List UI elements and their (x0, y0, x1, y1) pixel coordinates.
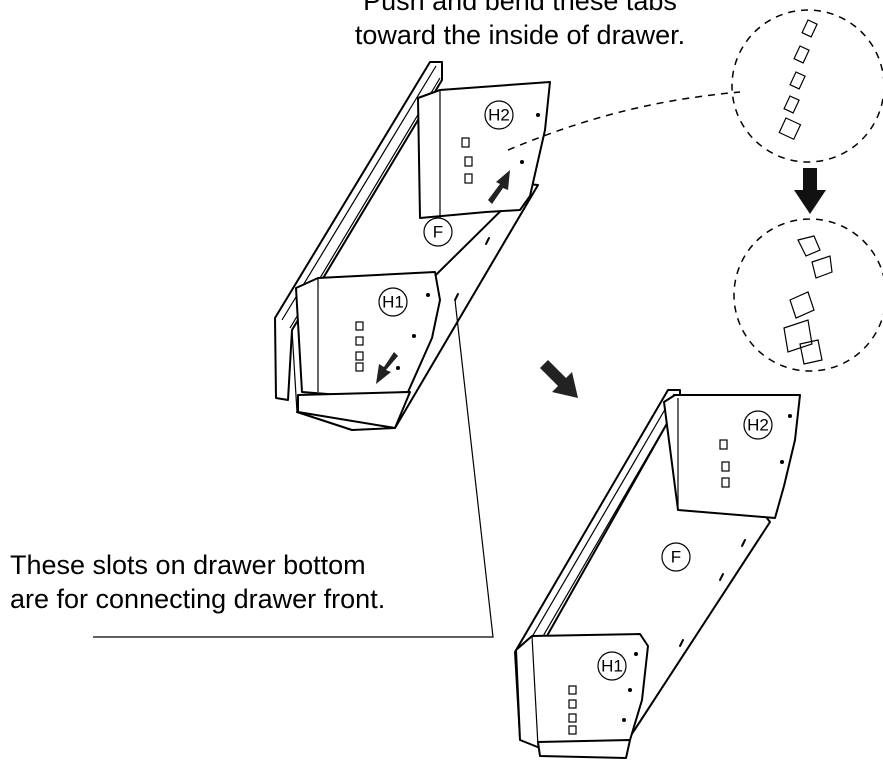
slots-instruction-line-2: are for connecting drawer front. (10, 584, 386, 614)
label-f: F (433, 223, 443, 242)
label-h2: H2 (488, 106, 510, 125)
tab-leader-line (507, 91, 741, 151)
tabs-instruction-caption: Push and bend these tabs toward the insi… (300, 0, 740, 52)
tab-detail-after (733, 218, 883, 372)
down-arrow-icon (794, 168, 826, 214)
label-h1: H1 (382, 293, 404, 312)
drawer-footing (537, 739, 631, 759)
next-step-arrow-icon (536, 360, 578, 398)
slot-leader-line (93, 299, 494, 638)
tabs-instruction-line-1: Push and bend these tabs (363, 0, 677, 16)
drawer-side-rail (274, 61, 443, 401)
panel-h1 (515, 633, 649, 749)
tabs-instruction-line-2: toward the inside of drawer. (354, 20, 686, 50)
panel-h2 (663, 394, 801, 519)
panel-h1 (295, 271, 441, 396)
drawer-after-assembly: H2 F H1 (514, 389, 801, 759)
label-h2: H2 (747, 416, 769, 435)
drawer-footing (297, 391, 411, 429)
push-arrow-icon (376, 352, 398, 384)
label-h1: H1 (601, 657, 623, 676)
tab-detail-before (731, 9, 883, 163)
slots-instruction-caption: These slots on drawer bottom are for con… (10, 548, 385, 616)
drawer-before-assembly: H2 F H1 (274, 61, 551, 431)
panel-h2 (417, 81, 551, 219)
push-arrow-icon (488, 170, 510, 204)
label-f: F (671, 548, 681, 567)
slots-instruction-line-1: These slots on drawer bottom (10, 550, 366, 580)
